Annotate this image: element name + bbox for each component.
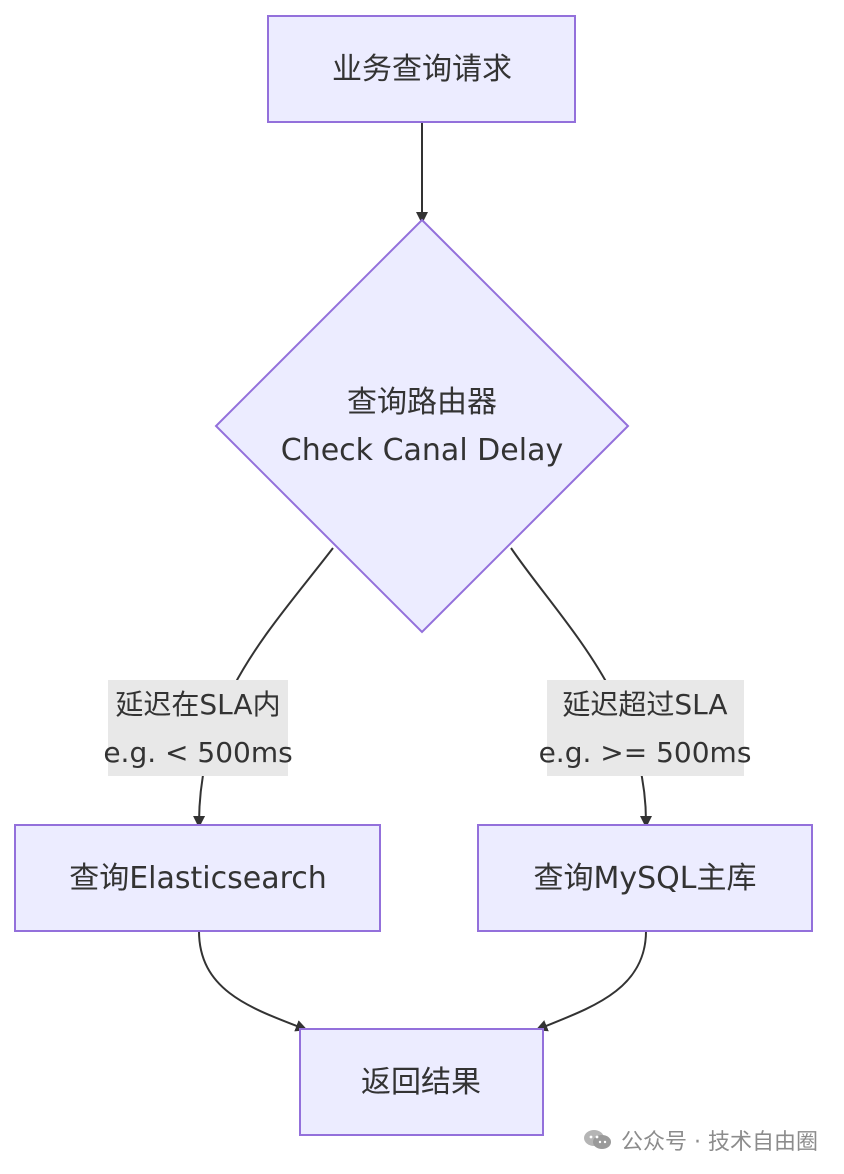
edge-label-exceed-sla-line1: 延迟超过SLA [562,688,727,721]
watermark: 公众号 · 技术自由圈 [583,1124,818,1156]
node-query-es: 查询Elasticsearch [14,824,381,932]
node-query-es-label: 查询Elasticsearch [69,861,327,896]
wechat-icon [583,1128,613,1152]
edge-es-to-result [198,930,308,1032]
edge-label-exceed-sla-line2: e.g. >= 500ms [539,736,752,769]
node-query-router-label-line2: Check Canal Delay [281,433,563,468]
node-query-mysql-label: 查询MySQL主库 [533,861,756,896]
node-business-request: 业务查询请求 [267,15,576,123]
node-query-router: 查询路由器 Check Canal Delay [214,218,630,634]
edge-router-to-mysql [510,547,652,828]
node-query-mysql: 查询MySQL主库 [477,824,813,932]
node-business-request-label: 业务查询请求 [332,52,512,87]
node-return-result: 返回结果 [299,1028,544,1136]
edge-label-within-sla-line1: 延迟在SLA内 [115,688,280,721]
watermark-text: 公众号 · 技术自由圈 [621,1130,818,1155]
edge-mysql-to-result [535,930,647,1032]
edge-label-within-sla: 延迟在SLA内 e.g. < 500ms [103,680,293,776]
node-return-result-label: 返回结果 [361,1065,481,1100]
node-query-router-label-line1: 查询路由器 [347,385,497,420]
edge-label-exceed-sla: 延迟超过SLA e.g. >= 500ms [539,680,752,776]
edge-label-within-sla-line2: e.g. < 500ms [103,736,292,769]
edge-router-to-es [193,547,334,828]
